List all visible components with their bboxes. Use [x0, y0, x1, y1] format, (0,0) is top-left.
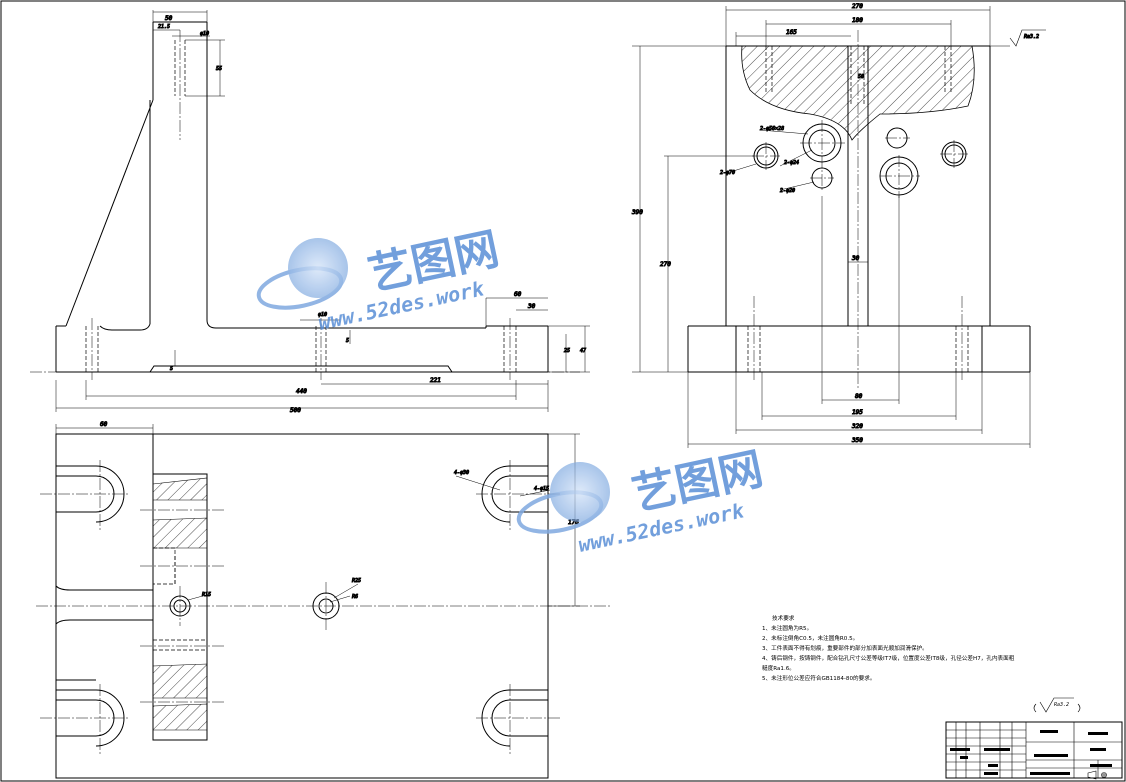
dim-front-350: 350 — [851, 437, 863, 444]
dim-top-176: 176 — [568, 519, 579, 526]
notes-title: 技术要求 — [772, 616, 795, 622]
dim-front-165: 165 — [786, 29, 797, 36]
note-item: 5、未注形位公差应符合GB1184-80的要求。 — [762, 676, 876, 682]
roughness-value: Ra3.2 — [1054, 702, 1069, 708]
watermark-2: 艺图网 www.52des.work — [516, 443, 767, 557]
note-item: 1、未注圆角为R5。 — [762, 626, 813, 632]
note-item: 糙度Ra1.6。 — [762, 666, 795, 672]
hole-4-phi15: 4-φ15 — [534, 486, 549, 492]
side-view: 50 21.5 φ10 55 500 440 221 60 30 φ10 5 5… — [30, 10, 590, 415]
radius-r25: R25 — [352, 578, 361, 584]
globe-icon — [288, 238, 348, 298]
dim-side-60: 60 — [514, 291, 522, 298]
note-item: 2、未标注倒角C0.5，未注圆角R0.5。 — [762, 636, 859, 642]
radius-r15: R15 — [202, 592, 211, 598]
dim-side-50: 50 — [165, 15, 173, 22]
watermark-1: 艺图网 www.52des.work — [256, 223, 503, 335]
hole-4-phi30: 4-φ30 — [454, 470, 469, 476]
dim-side-500: 500 — [290, 407, 301, 414]
dim-front-30: 30 — [851, 255, 860, 262]
front-view: Ra3.2 270 180 165 50 2-φ56×28 2-φ24 2-φ2… — [631, 3, 1046, 448]
dim-side-5b: 5 — [170, 366, 173, 372]
bore-20: 2-φ20 — [780, 188, 795, 194]
ra-top: Ra3.2 — [1024, 34, 1039, 40]
dim-side-phi10: φ10 — [200, 31, 209, 37]
technical-requirements: 技术要求 1、未注圆角为R5。 2、未标注倒角C0.5，未注圆角R0.5。 3、… — [762, 614, 1082, 684]
radius-r6: R6 — [352, 594, 358, 600]
bore-56: 2-φ56×28 — [760, 126, 784, 132]
dim-front-390: 390 — [631, 209, 643, 216]
dim-front-50: 50 — [858, 74, 864, 80]
dim-side-55: 55 — [216, 66, 222, 72]
top-view: 60 176 4-φ30 4-φ15 R15 R25 R6 — [36, 421, 612, 779]
note-item: 4、铸后钢件，按铸钢件，配合钻孔尺寸公差等级IT7级，位置度公差IT8级，孔径公… — [762, 656, 1015, 662]
dim-side-47: 47 — [580, 348, 586, 354]
title-block — [945, 721, 1123, 780]
dim-side-5: 5 — [346, 338, 349, 344]
dim-side-30: 30 — [527, 303, 536, 310]
bore-24: 2-φ24 — [784, 160, 799, 166]
dim-side-440: 440 — [296, 388, 307, 395]
dim-front-180: 180 — [852, 17, 863, 24]
dim-front-80: 80 — [855, 393, 863, 400]
dim-side-25: 25 — [564, 348, 570, 354]
dim-side-215: 21.5 — [158, 24, 170, 30]
dim-front-320: 320 — [851, 423, 863, 430]
dim-side-221: 221 — [430, 377, 441, 384]
dim-front-270b: 270 — [660, 261, 671, 268]
dim-front-195: 195 — [852, 409, 863, 416]
note-item: 3、工件表面不得有划痕，重要部件的部分加表面光顺加润滑保护。 — [762, 646, 928, 652]
bore-70: 2-φ70 — [720, 170, 735, 176]
dim-top-60: 60 — [100, 421, 108, 428]
dim-side-phi10b: φ10 — [318, 312, 327, 318]
globe-icon-2 — [550, 462, 610, 522]
dim-front-270: 270 — [852, 3, 863, 10]
roughness-note: Ra3.2 — [1033, 697, 1081, 713]
